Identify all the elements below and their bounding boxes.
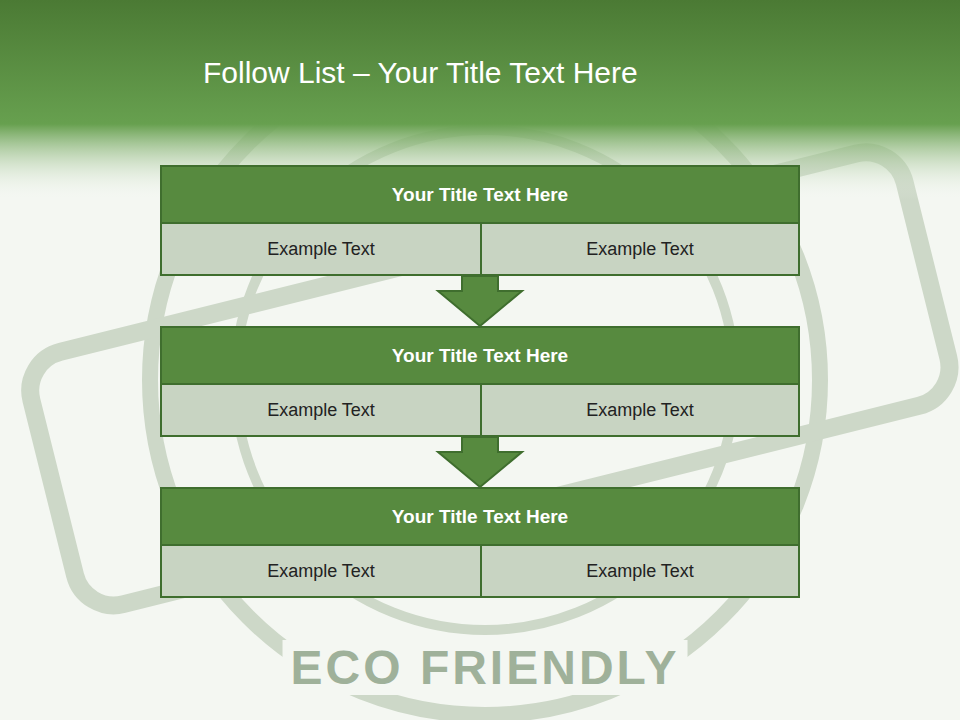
- flow-arrow: [438, 437, 522, 487]
- panel-cell: Example Text: [480, 546, 798, 596]
- panel-title: Your Title Text Here: [392, 345, 568, 367]
- panel-cell: Example Text: [480, 224, 798, 274]
- cell-text: Example Text: [586, 561, 694, 582]
- cell-text: Example Text: [267, 239, 375, 260]
- panel-header: Your Title Text Here: [162, 489, 798, 546]
- step-panel: Your Title Text HereExample Text Example …: [160, 487, 800, 598]
- panel-cell: Example Text: [162, 385, 480, 435]
- panel-header: Your Title Text Here: [162, 328, 798, 385]
- slide-title: Follow List – Your Title Text Here: [203, 56, 638, 90]
- cell-text: Example Text: [586, 400, 694, 421]
- step-panel: Your Title Text HereExample Text Example …: [160, 326, 800, 437]
- cell-text: Example Text: [267, 400, 375, 421]
- panel-header: Your Title Text Here: [162, 167, 798, 224]
- cell-text: Example Text: [586, 239, 694, 260]
- panel-cell: Example Text: [162, 224, 480, 274]
- panel-cell: Example Text: [162, 546, 480, 596]
- cell-text: Example Text: [267, 561, 375, 582]
- flow-arrow: [438, 276, 522, 326]
- panel-cell: Example Text: [480, 385, 798, 435]
- step-panel: Your Title Text HereExample Text Example …: [160, 165, 800, 276]
- panel-title: Your Title Text Here: [392, 184, 568, 206]
- watermark-text: ECO FRIENDLY: [283, 640, 688, 695]
- panel-title: Your Title Text Here: [392, 506, 568, 528]
